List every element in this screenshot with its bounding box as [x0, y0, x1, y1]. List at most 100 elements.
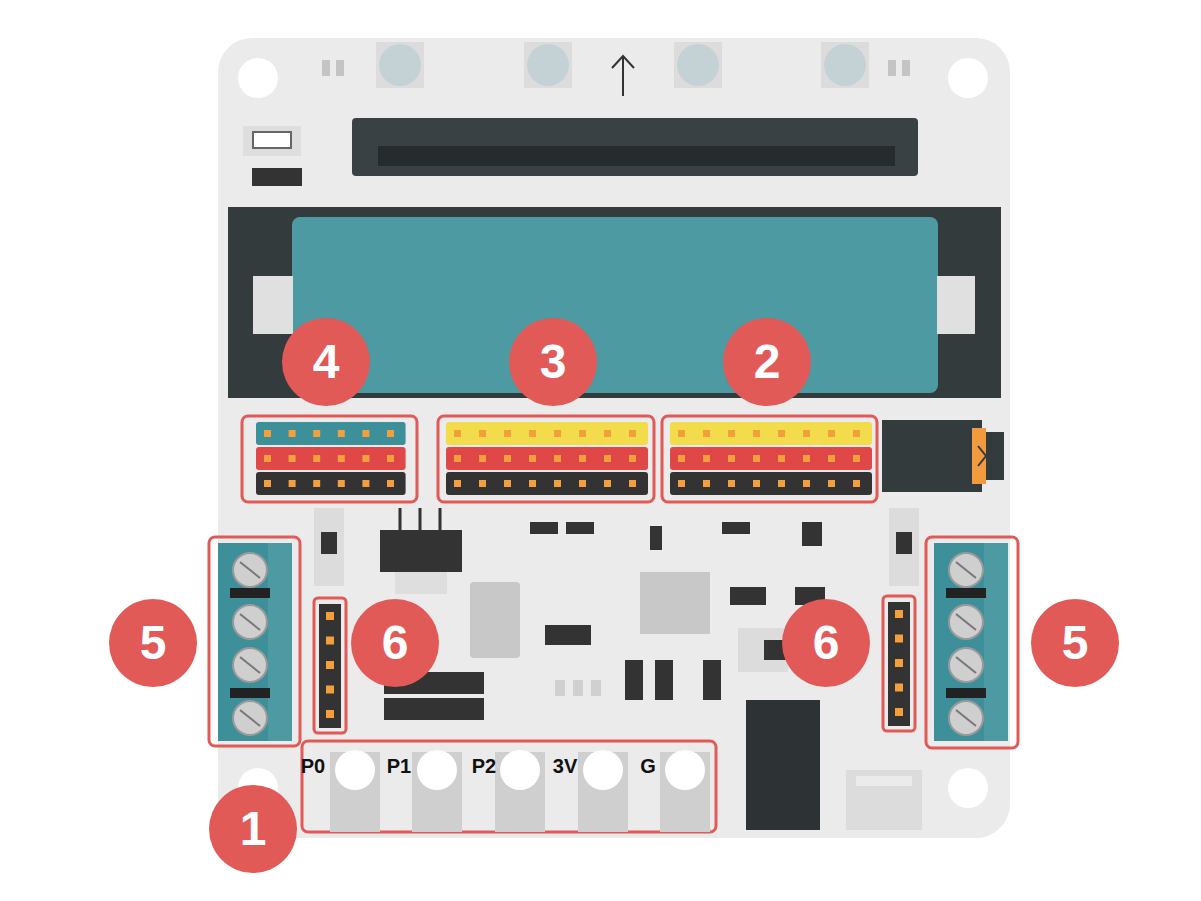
header-row — [670, 422, 872, 445]
header-row — [446, 422, 648, 445]
header-pin — [554, 430, 561, 437]
header-pin — [895, 610, 903, 618]
screw-slot — [956, 657, 976, 673]
screw-slot — [240, 614, 260, 630]
header-pin — [703, 480, 710, 487]
smd-part — [395, 572, 447, 594]
header-pin — [504, 455, 511, 462]
smd-part — [322, 60, 330, 76]
header-pin — [753, 455, 760, 462]
terminal-side — [268, 543, 292, 741]
led-base — [376, 42, 424, 88]
header-pin — [753, 480, 760, 487]
header-pin — [828, 455, 835, 462]
smd-part — [573, 680, 583, 696]
smd-part — [902, 60, 910, 76]
mount-hole — [948, 58, 988, 98]
smd-part — [738, 628, 788, 672]
header-column — [319, 604, 341, 728]
audio-jack — [882, 420, 982, 492]
header-pin — [554, 480, 561, 487]
header-pin — [454, 455, 461, 462]
callout-number: 3 — [509, 318, 597, 406]
terminal-block — [218, 543, 292, 741]
battery — [292, 217, 938, 393]
header-pin — [778, 480, 785, 487]
transistor — [802, 522, 822, 546]
header-pin — [803, 430, 810, 437]
terminal-screw — [949, 648, 983, 682]
screw-slot — [240, 657, 260, 673]
header-pin — [326, 661, 334, 669]
terminal-side — [984, 543, 1008, 741]
header-pin — [529, 430, 536, 437]
smd-part — [336, 60, 344, 76]
power-jack — [746, 700, 820, 830]
header-pin — [326, 637, 334, 645]
header-pin — [853, 455, 860, 462]
header-pin — [703, 455, 710, 462]
screw-slot — [240, 710, 260, 726]
capacitor — [655, 660, 673, 700]
edge-pads — [330, 750, 710, 832]
terminal-divider — [230, 688, 270, 698]
rgb-led — [379, 44, 421, 86]
mount-hole — [948, 768, 988, 808]
switch-base — [314, 508, 344, 586]
transistor — [722, 522, 750, 534]
audio-jack-ring — [972, 428, 986, 484]
header-pin — [387, 455, 394, 462]
smd-part — [591, 680, 601, 696]
highlight-frame — [314, 598, 346, 733]
screw-slot — [956, 614, 976, 630]
header-row — [256, 447, 406, 470]
pad-hole — [335, 750, 375, 790]
edge-slot-inner — [378, 146, 895, 166]
header-pin — [387, 430, 394, 437]
led-base — [821, 42, 869, 88]
header-pin — [554, 455, 561, 462]
header-pin — [753, 430, 760, 437]
header-pin — [728, 455, 735, 462]
callout-number: 5 — [109, 599, 197, 687]
header-pin — [338, 455, 345, 462]
header-pin — [728, 480, 735, 487]
smd-part — [730, 587, 766, 605]
highlight-frame — [242, 416, 417, 502]
header-pin — [362, 455, 369, 462]
terminal-screw — [233, 701, 267, 735]
header-row — [256, 422, 406, 445]
header-pin — [579, 455, 586, 462]
terminal-divider — [230, 588, 270, 598]
callout-number: 1 — [209, 785, 297, 873]
header-pin — [264, 455, 271, 462]
terminal-screw — [949, 701, 983, 735]
header-pin — [778, 455, 785, 462]
terminal-divider — [946, 688, 986, 698]
mount-hole — [238, 58, 278, 98]
callout-number: 6 — [782, 599, 870, 687]
header-pin — [264, 430, 271, 437]
audio-jack-tip — [986, 432, 1004, 480]
battery-contact — [937, 276, 975, 334]
smd-part — [252, 168, 302, 186]
header-pin — [604, 455, 611, 462]
board — [218, 38, 1010, 838]
capacitor — [625, 660, 643, 700]
capacitor — [703, 660, 721, 700]
header-pin — [579, 430, 586, 437]
header-pin — [454, 430, 461, 437]
callout-number: 5 — [1031, 599, 1119, 687]
pad-hole — [417, 750, 457, 790]
header-pin — [629, 430, 636, 437]
header-pin — [678, 480, 685, 487]
header-pin — [895, 659, 903, 667]
header-pin — [629, 455, 636, 462]
header-pin — [678, 455, 685, 462]
regulator-leads — [400, 508, 440, 530]
header-pin — [264, 480, 271, 487]
header-pin — [579, 480, 586, 487]
audio-jack-mark — [978, 446, 986, 466]
switch-base — [889, 508, 919, 586]
highlight-frame — [926, 537, 1018, 748]
